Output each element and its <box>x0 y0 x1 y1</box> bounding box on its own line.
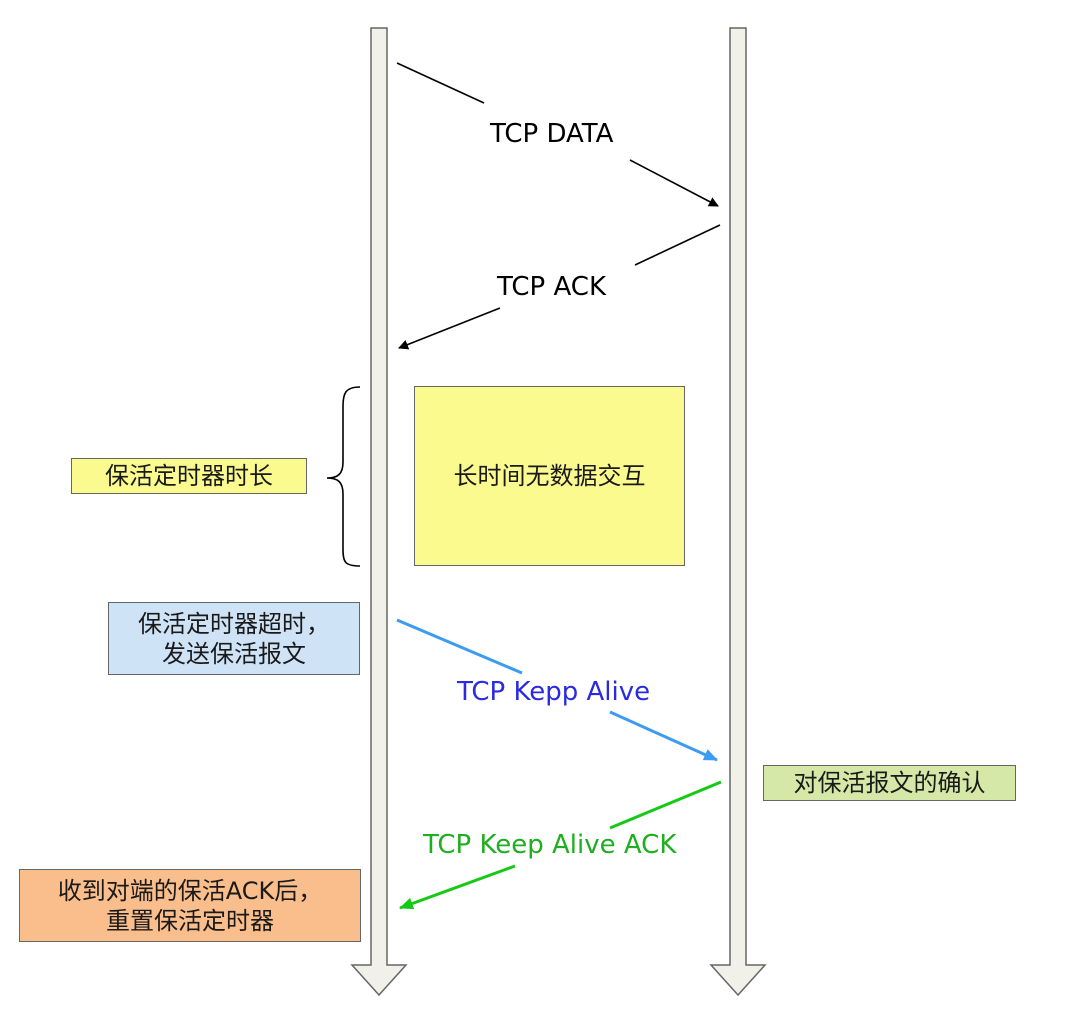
idle-period-text: 长时间无数据交互 <box>453 462 646 490</box>
timer-reset-line1: 收到对端的保活ACK后， <box>57 876 323 905</box>
server-lifeline <box>709 27 767 997</box>
tcp-ack-label: TCP ACK <box>497 272 606 302</box>
timer-duration-label: 保活定时器时长 <box>71 458 307 494</box>
timer-timeout-line2: 发送保活报文 <box>162 639 306 668</box>
keepalive-ack-arrow <box>399 780 722 910</box>
timer-reset-line2: 重置保活定时器 <box>106 906 274 935</box>
tcp-data-label: TCP DATA <box>490 119 614 149</box>
timer-timeout-line1: 保活定时器超时， <box>138 609 330 638</box>
timer-timeout-box: 保活定时器超时， 发送保活报文 <box>108 602 360 675</box>
timer-duration-text: 保活定时器时长 <box>105 462 273 490</box>
tcp-data-arrow <box>396 62 719 207</box>
timer-reset-box: 收到对端的保活ACK后， 重置保活定时器 <box>19 869 361 942</box>
client-lifeline <box>350 27 408 997</box>
keepalive-arrow <box>396 618 718 762</box>
idle-period-box: 长时间无数据交互 <box>414 386 685 566</box>
probe-ack-text: 对保活报文的确认 <box>793 769 986 797</box>
tcp-ack-arrow <box>398 224 721 350</box>
keepalive-label: TCP Kepp Alive <box>457 677 651 707</box>
keepalive-ack-label: TCP Keep Alive ACK <box>423 830 677 860</box>
timer-duration-brace <box>326 386 361 567</box>
probe-ack-box: 对保活报文的确认 <box>763 765 1016 801</box>
